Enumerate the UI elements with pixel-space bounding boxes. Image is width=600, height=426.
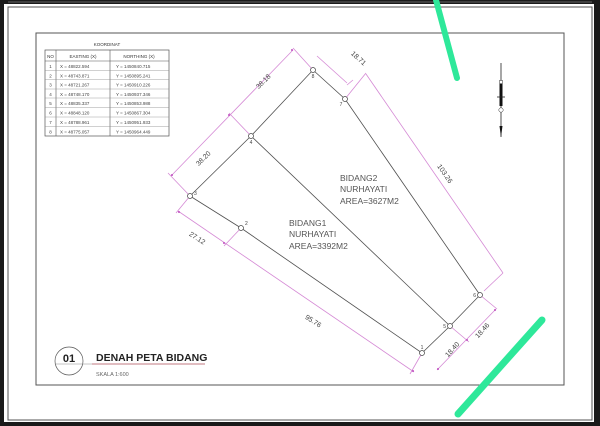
table-row: 2 X = 48743.871 Y = 1450895.241 [49,74,151,79]
north-arrow-icon [497,63,505,137]
svg-text:X = 48822.594: X = 48822.594 [60,64,90,69]
point-3-label: 3 [194,191,197,197]
svg-text:Y = 1450964.449: Y = 1450964.449 [116,130,151,135]
table-row: 5 X = 48835.337 Y = 1450853.988 [49,101,151,106]
sheet-number-circle [54,346,84,376]
svg-text:Y = 1450910.226: Y = 1450910.226 [116,83,151,88]
point-5-marker [447,323,453,329]
point-7-marker [342,96,348,102]
point-2-label: 2 [245,221,248,227]
svg-text:X = 48788.961: X = 48788.961 [60,120,90,125]
svg-text:1: 1 [49,64,52,69]
point-6-label: 6 [473,293,476,299]
svg-text:5: 5 [49,101,52,106]
svg-text:X = 48848.120: X = 48848.120 [60,111,90,116]
drawing-border [35,32,565,386]
svg-text:X = 48835.337: X = 48835.337 [60,101,90,106]
header-no: NO [47,54,54,59]
svg-text:Y = 1450867.304: Y = 1450867.304 [116,111,151,116]
svg-text:Y = 1450853.988: Y = 1450853.988 [116,101,151,106]
svg-text:4: 4 [49,92,52,97]
parcel-2-name: BIDANG2 [340,173,378,183]
svg-text:X = 48743.871: X = 48743.871 [60,74,90,79]
sheet-border [7,6,593,421]
svg-text:X = 48748.170: X = 48748.170 [60,92,90,97]
header-northing: NORTHING (X) [123,54,155,59]
table-title: KOORDINAT [94,42,121,47]
parcel-labels: BIDANG1 NURHAYATI AREA=3392M2 BIDANG2 NU… [289,173,399,251]
annotation-stroke-bottom [454,316,546,418]
point-7-label: 7 [340,102,343,108]
svg-text:8: 8 [49,130,52,135]
sheet-number: 01 [63,353,75,365]
table-row: 7 X = 48788.961 Y = 1450951.933 [49,120,151,125]
point-6-marker [477,292,483,298]
parcel-1-name: BIDANG1 [289,218,327,228]
svg-text:X = 48775.057: X = 48775.057 [60,130,90,135]
table-row: 8 X = 48775.057 Y = 1450964.449 [49,130,151,135]
table-row: 6 X = 48848.120 Y = 1450867.304 [49,111,151,116]
annotation-marks [433,0,546,418]
svg-text:7: 7 [49,120,52,125]
survey-points: 1 2 3 4 5 6 7 8 [187,67,483,356]
title-block: 01 DENAH PETA BIDANG SKALA 1:600 [54,346,207,378]
annotation-stroke-top [433,0,460,81]
drawing-title: DENAH PETA BIDANG [96,352,207,364]
dimension-lines [167,47,504,375]
parcel-2-area: AREA=3627M2 [340,196,399,206]
point-1-label: 1 [421,345,424,351]
point-8-label: 8 [312,74,315,80]
parcel-1-area: AREA=3392M2 [289,241,348,251]
point-3-marker [187,193,193,199]
svg-text:Y = 1450937.346: Y = 1450937.346 [116,92,151,97]
header-easting: EASTING (X) [69,54,97,59]
point-2-marker [238,225,244,231]
point-4-marker [248,133,254,139]
drawing-scale: SKALA 1:600 [96,372,129,378]
point-4-label: 4 [250,140,253,146]
svg-text:Y = 1450840.715: Y = 1450840.715 [116,64,151,69]
point-5-label: 5 [443,324,446,330]
svg-text:X = 48721.267: X = 48721.267 [60,83,90,88]
coordinate-table: KOORDINAT NO EASTING (X) NORTHING (X) 1 … [44,42,170,137]
sheet [4,4,594,422]
parcel-2-owner: NURHAYATI [340,184,387,194]
svg-text:Y = 1450895.241: Y = 1450895.241 [116,74,151,79]
svg-text:3: 3 [49,83,52,88]
table-row: 4 X = 48748.170 Y = 1450937.346 [49,92,151,97]
svg-text:Y = 1450951.933: Y = 1450951.933 [116,120,151,125]
svg-text:2: 2 [49,74,52,79]
table-row: 1 X = 48822.594 Y = 1450840.715 [49,64,151,69]
point-8-marker [310,67,316,73]
dimension-ticks [171,49,496,372]
svg-text:6: 6 [49,111,52,116]
table-row: 3 X = 48721.267 Y = 1450910.226 [49,83,151,88]
point-1-marker [419,350,425,356]
parcel-1-owner: NURHAYATI [289,229,336,239]
